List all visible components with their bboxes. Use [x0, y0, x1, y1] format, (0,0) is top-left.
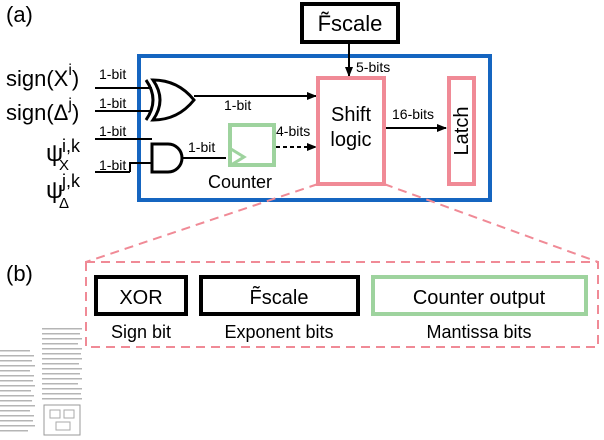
- counter-output-field-label: Counter output: [413, 287, 546, 309]
- counter-clock-icon: [230, 147, 247, 167]
- exponent-bits-caption: Exponent bits: [224, 322, 333, 342]
- xor-gate: [144, 78, 196, 122]
- fscale-box-label: F̃scale: [318, 11, 383, 36]
- input-sign-x: sign(Xi): [6, 62, 79, 91]
- xor-field-box: [94, 275, 188, 316]
- bit-label-counter-out: 4-bits: [276, 123, 310, 139]
- bit-label-shift-out: 16-bits: [392, 106, 434, 122]
- svg-text:X: X: [59, 157, 69, 174]
- bit-label-and-out: 1-bit: [188, 139, 215, 155]
- wire-in4-b: [129, 162, 152, 172]
- bit-label-in3: 1-bit: [99, 123, 126, 139]
- svg-text:j,k: j,k: [61, 171, 81, 191]
- input-sign-delta: sign(Δj): [6, 96, 79, 125]
- zoom-line-left: [85, 183, 319, 263]
- shift-logic-line1: Shift: [331, 104, 371, 126]
- svg-text:ψ: ψ: [46, 140, 63, 167]
- bit-label-xor-out: 1-bit: [224, 97, 251, 113]
- mantissa-bits-caption: Mantissa bits: [426, 322, 531, 342]
- svg-text:ψ: ψ: [46, 177, 63, 204]
- input-psi-delta: ψ j,k Δ: [46, 171, 81, 212]
- shift-logic-line2: logic: [330, 129, 371, 151]
- bit-label-in2: 1-bit: [99, 95, 126, 111]
- bit-label-in4: 1-bit: [99, 157, 126, 173]
- counter-label: Counter: [208, 172, 272, 192]
- latch-label: Latch: [451, 107, 473, 156]
- svg-text:i,k: i,k: [62, 136, 81, 156]
- svg-text:sign(Δj): sign(Δj): [6, 96, 79, 125]
- panel-b-label: (b): [6, 261, 33, 286]
- shift-logic-box: [316, 76, 386, 186]
- circuit-outer-box: [137, 54, 492, 202]
- counter-output-field-box: [371, 275, 588, 316]
- fscale-field-label: F̃scale: [250, 286, 309, 309]
- zoom-line-right: [383, 183, 599, 263]
- bit-label-fscale-out: 5-bits: [356, 59, 390, 75]
- page-thumbnail: [0, 328, 82, 436]
- svg-text:sign(Xi): sign(Xi): [6, 62, 79, 91]
- svg-text:Δ: Δ: [59, 195, 69, 212]
- zoom-region-box: [85, 261, 599, 348]
- bit-label-in1: 1-bit: [99, 66, 126, 82]
- and-gate: [150, 142, 184, 174]
- latch-box: [447, 76, 476, 186]
- counter-box: [228, 123, 276, 167]
- panel-a-label: (a): [6, 2, 33, 27]
- fscale-field-box: [199, 275, 360, 316]
- xor-field-label: XOR: [119, 287, 162, 309]
- input-psi-x: ψ i,k X: [46, 136, 81, 174]
- sign-bit-caption: Sign bit: [111, 322, 171, 342]
